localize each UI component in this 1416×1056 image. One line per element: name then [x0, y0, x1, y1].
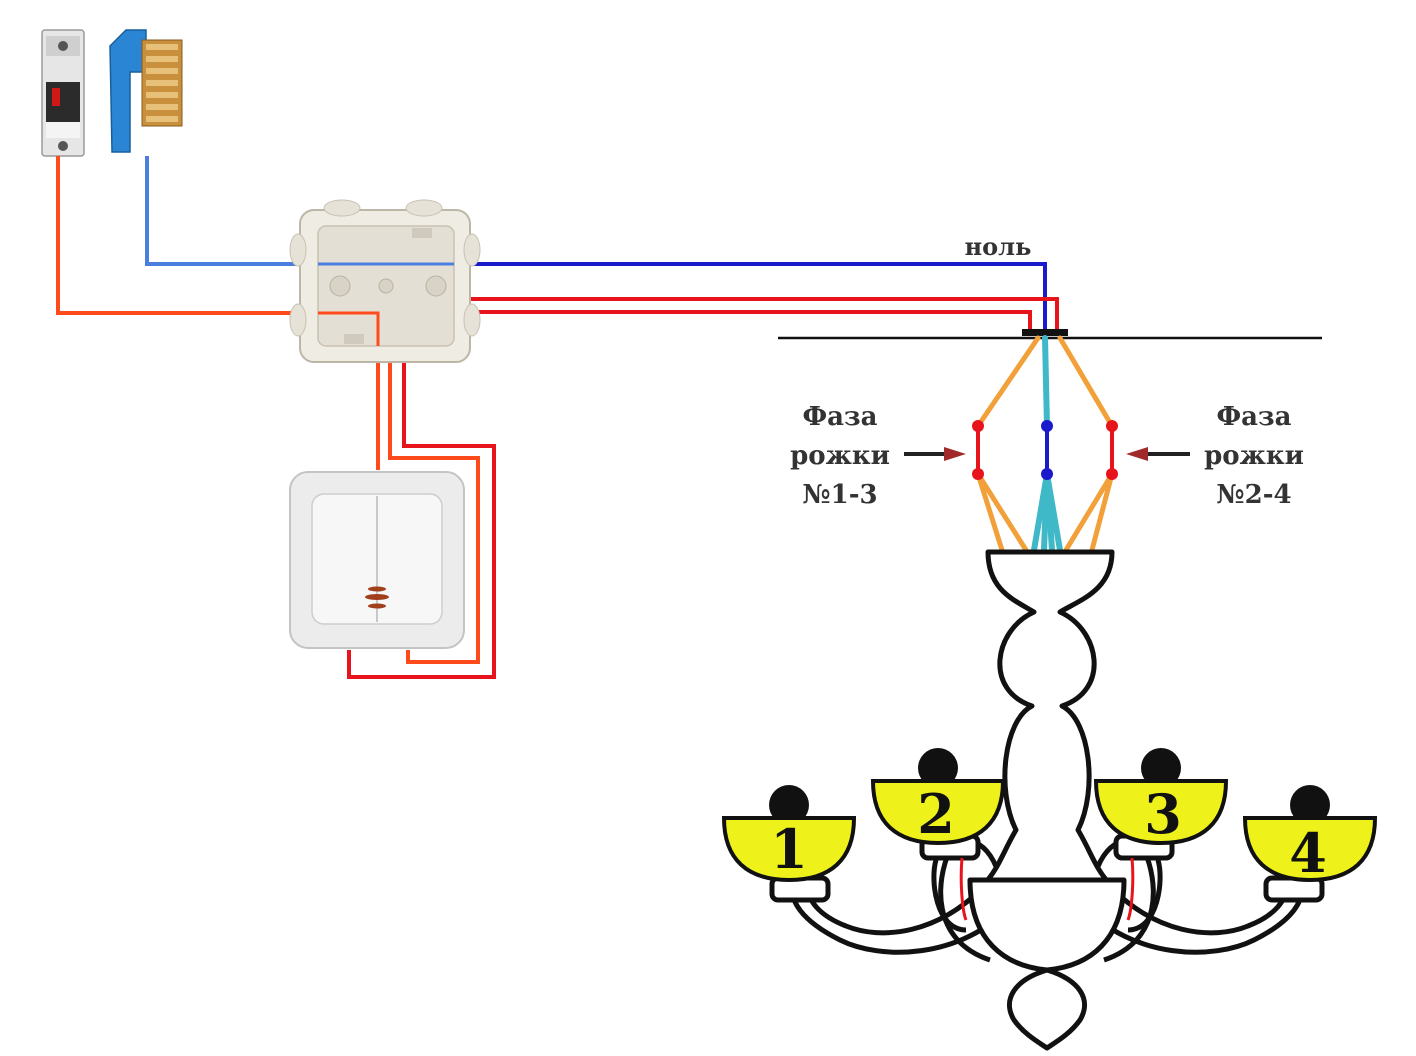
ceiling-terminal: [1022, 329, 1068, 336]
phase-right-label: Фаза рожки №2-4: [1204, 402, 1304, 510]
neutral-busbar: [109, 29, 183, 153]
double-light-switch: [289, 471, 465, 649]
phase-supply-wire: [56, 156, 312, 315]
bulb-4: [1290, 785, 1330, 825]
switch-out-wire-1: [388, 300, 480, 664]
neutral-wire: [470, 262, 1047, 330]
lamp-cups: [721, 779, 1378, 883]
lamp-number-4: 4: [1289, 821, 1327, 885]
neutral-label: ноль: [965, 232, 1032, 261]
lamp-cup-2: [870, 779, 1006, 846]
bulb-1: [769, 785, 809, 825]
phase-right-line-1: Фаза: [1217, 402, 1292, 432]
lamp-number-3: 3: [1144, 782, 1182, 846]
arrow-right-icon: [1126, 447, 1190, 461]
ceiling-wires: [470, 262, 1059, 330]
chandelier-column: [981, 549, 1115, 887]
circuit-breaker: [41, 29, 85, 157]
switch-indicator-icon: [365, 586, 389, 609]
lamp-cup-3: [1093, 779, 1229, 846]
phase-left-line-3: №1-3: [802, 480, 877, 510]
lamp-cup-1: [721, 816, 857, 883]
phase-left-line-2: рожки: [790, 441, 890, 471]
phase-right-line-3: №2-4: [1216, 480, 1291, 510]
wire-joints: [972, 420, 1118, 480]
switched-phase-wire-1: [470, 297, 1059, 330]
neutral-supply-wire: [145, 156, 312, 266]
bulb-2: [918, 748, 958, 788]
chandelier-wires: [975, 335, 1115, 553]
chandelier: [769, 549, 1325, 1051]
switch-out-wire-2: [347, 312, 496, 679]
phase-left-label: Фаза рожки №1-3: [790, 402, 890, 510]
bulb-3: [1141, 748, 1181, 788]
lamp-number-2: 2: [917, 782, 955, 846]
bulbs: [769, 748, 1330, 825]
chandelier-bowl: [967, 877, 1127, 973]
arrow-left-icon: [904, 447, 966, 461]
lamp-number-1: 1: [770, 817, 808, 881]
supply-wires: [56, 156, 312, 315]
lamp-cup-4: [1242, 816, 1378, 883]
junction-box: [289, 199, 481, 363]
chandelier-finial: [1007, 967, 1087, 1051]
phase-left-line-1: Фаза: [803, 402, 878, 432]
lamp-numbers: 1 2 3 4: [770, 782, 1327, 885]
switched-phase-wire-2: [470, 310, 1032, 330]
arm-wires: [959, 857, 1135, 921]
phase-right-line-2: рожки: [1204, 441, 1304, 471]
